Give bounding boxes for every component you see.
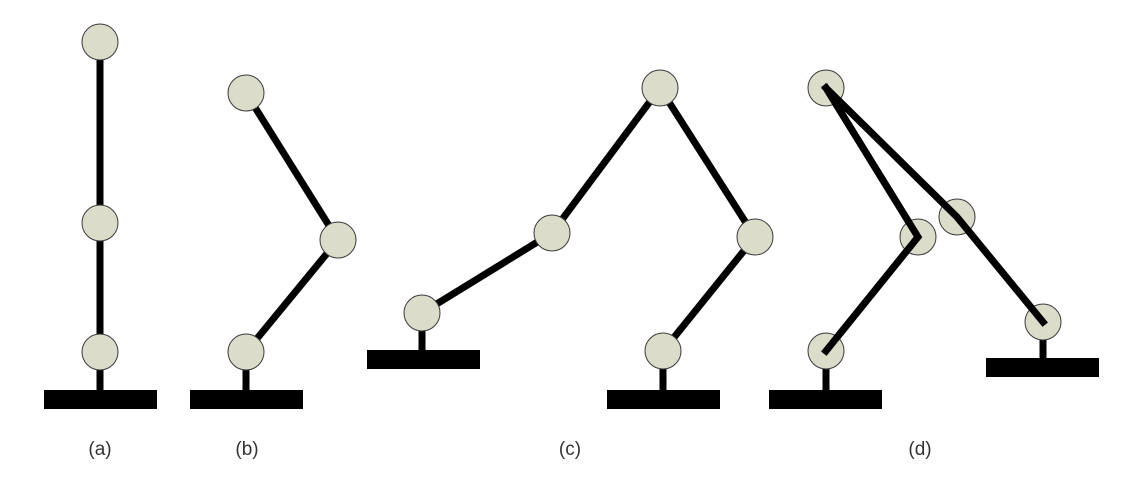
base-plate-left — [769, 390, 882, 409]
joint-left-base — [403, 294, 441, 332]
arm-links — [241, 88, 343, 394]
joint-base — [81, 333, 119, 371]
joint-top — [641, 69, 679, 107]
joint-right-base — [644, 332, 682, 370]
joint-end — [227, 74, 265, 112]
joint-left-middle — [533, 214, 571, 252]
arm-links-overlay — [821, 83, 923, 356]
base-plate — [44, 390, 157, 409]
base-plate-right — [986, 358, 1099, 377]
figure-a: (a) — [44, 23, 157, 460]
figure-caption: (c) — [559, 439, 581, 460]
figure-c: (c) — [367, 69, 774, 460]
base-plate-right — [607, 390, 720, 409]
joint-right-middle — [736, 218, 774, 256]
joint-middle — [81, 204, 119, 242]
figure-b: (b) — [190, 74, 357, 460]
figure-caption: (d) — [908, 439, 931, 460]
joint-middle — [319, 221, 357, 259]
figure-caption: (b) — [235, 439, 258, 460]
figure-d: (d) — [769, 69, 1099, 460]
arm-links-overlay-2 — [821, 83, 1048, 327]
base-plate — [190, 390, 303, 409]
joint-base — [227, 333, 265, 371]
arm-links — [418, 81, 760, 394]
figure-caption: (a) — [88, 439, 111, 460]
base-plate-left — [367, 350, 480, 369]
joint-end — [81, 23, 119, 61]
